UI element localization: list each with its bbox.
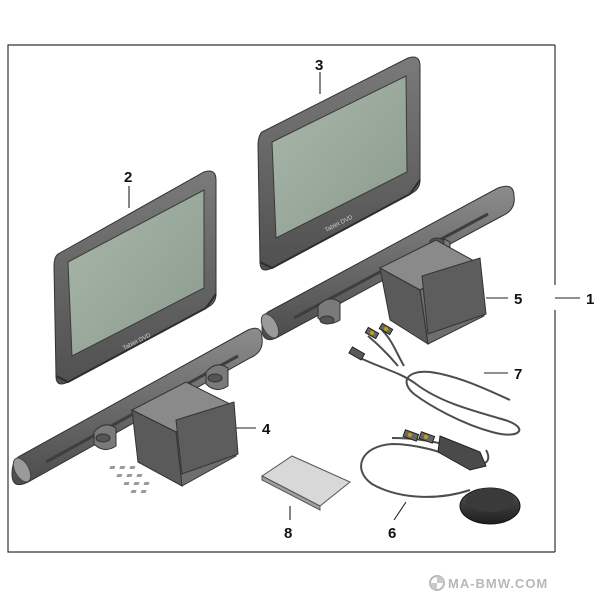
watermark: MA-BMW.COM bbox=[429, 575, 548, 591]
callout-1: 1 bbox=[586, 291, 594, 308]
callout-8: 8 bbox=[284, 525, 292, 542]
holder-bar-5 bbox=[260, 185, 515, 346]
callout-5: 5 bbox=[514, 291, 522, 308]
callout-2: 2 bbox=[124, 169, 132, 186]
callout-3: 3 bbox=[315, 57, 323, 74]
group-frame bbox=[7, 44, 555, 553]
callout-4: 4 bbox=[262, 421, 271, 438]
bmw-roundel-icon bbox=[429, 575, 445, 591]
holder-bar-4 bbox=[11, 327, 263, 487]
monitor-2: Tablet DVD bbox=[53, 170, 217, 385]
callout-7: 7 bbox=[514, 366, 522, 383]
monitor-3: Tablet DVD bbox=[257, 56, 421, 271]
remote-control-8 bbox=[109, 455, 351, 511]
watermark-text: MA-BMW.COM bbox=[448, 576, 548, 591]
cable-6 bbox=[360, 429, 521, 525]
callout-6: 6 bbox=[388, 525, 396, 542]
cable-7 bbox=[348, 322, 521, 436]
leader-line-6 bbox=[393, 501, 407, 521]
